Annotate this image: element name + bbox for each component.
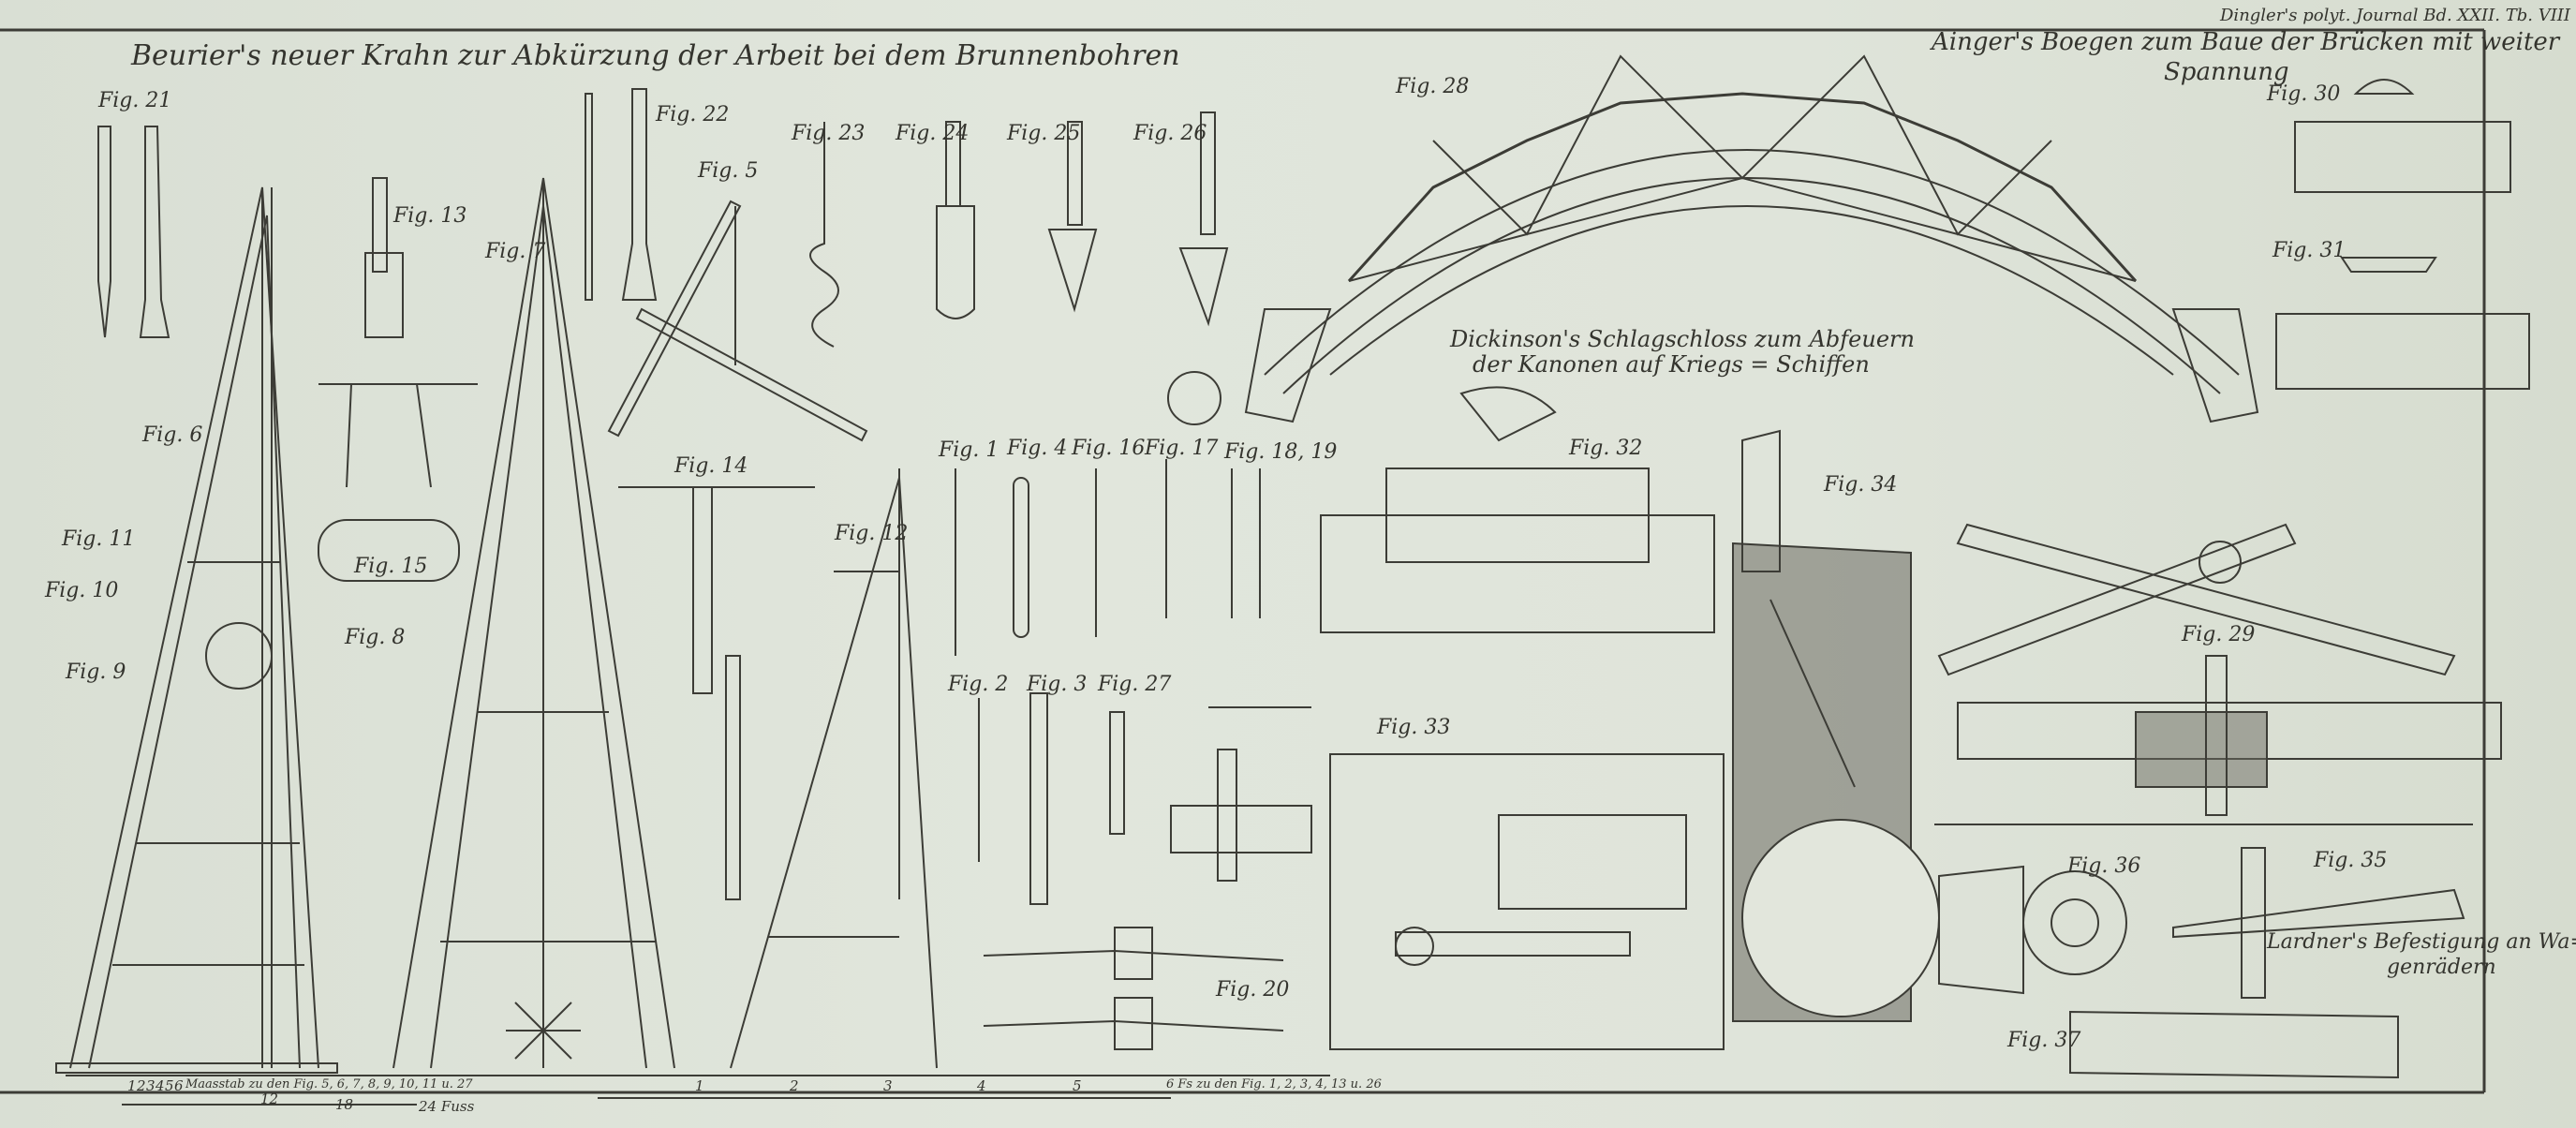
fig30-31-drawing xyxy=(2275,79,2530,390)
fig-label-8: Fig. 8 xyxy=(345,626,406,649)
scale-right-tick-3: 3 xyxy=(883,1077,893,1094)
fig-label-24: Fig. 24 xyxy=(896,122,970,145)
fig-label-36: Fig. 36 xyxy=(2067,854,2141,878)
fig-label-4: Fig. 4 xyxy=(1007,437,1068,460)
drill-bits-drawing xyxy=(809,111,1229,425)
fig22-drawing xyxy=(585,88,658,301)
fig-label-17: Fig. 17 xyxy=(1145,437,1219,460)
scale-left-tick-4: 4 xyxy=(155,1077,165,1094)
fig-label-30: Fig. 30 xyxy=(2267,82,2341,106)
scale-left-caption: Maasstab zu den Fig. 5, 6, 7, 8, 9, 10, … xyxy=(185,1077,473,1091)
fig34-drawing xyxy=(1732,429,1940,1022)
fig-label-2: Fig. 2 xyxy=(948,673,1009,696)
fig-label-28: Fig. 28 xyxy=(1396,75,1470,98)
title-beurier: Beurier's neuer Krahn zur Abkürzung der … xyxy=(131,39,1180,72)
fig-label-32: Fig. 32 xyxy=(1569,437,1643,460)
fig-label-37: Fig. 37 xyxy=(2007,1029,2081,1052)
title-ainger-2: Spannung xyxy=(2164,58,2289,86)
scale-left-tick-3: 3 xyxy=(146,1077,155,1094)
fig32-lock xyxy=(1320,386,1715,633)
scale-left-tick-2: 2 xyxy=(137,1077,146,1094)
fig-label-26: Fig. 26 xyxy=(1133,122,1207,145)
fig13-drawing xyxy=(318,177,478,582)
fig-label-29: Fig. 29 xyxy=(2182,623,2256,646)
scale-right-tick-5: 5 xyxy=(1073,1077,1082,1094)
title-ainger-1: Ainger's Boegen zum Baue der Brücken mit… xyxy=(1932,28,2560,56)
scale-left-tick-5: 5 xyxy=(165,1077,174,1094)
fig14-drawing xyxy=(618,486,815,900)
scale-left-tick-1: 1 xyxy=(127,1077,137,1094)
fig-label-27: Fig. 27 xyxy=(1098,673,1172,696)
title-dickinson-2: der Kanonen auf Kriegs = Schiffen xyxy=(1473,351,1870,378)
fig21-drawing xyxy=(97,126,170,338)
fig-label-16: Fig. 16 xyxy=(1072,437,1146,460)
scale-right-caption: 6 Fs zu den Fig. 1, 2, 3, 4, 13 u. 26 xyxy=(1166,1077,1382,1091)
fig6-crane xyxy=(55,186,338,1074)
scale-right-tick-2: 2 xyxy=(790,1077,799,1094)
title-lardner-1: Lardner's Befestigung an Wa= xyxy=(2267,930,2576,954)
scale-right-tick-1: 1 xyxy=(695,1077,704,1094)
fig-label-18-19: Fig. 18, 19 xyxy=(1224,440,1338,464)
scale-bars xyxy=(122,824,2473,1106)
fig-label-20: Fig. 20 xyxy=(1216,978,1290,1002)
small-tools-drawing xyxy=(955,459,1312,905)
fig-label-34: Fig. 34 xyxy=(1824,473,1898,497)
fig-label-13: Fig. 13 xyxy=(393,204,467,228)
fig-label-3: Fig. 3 xyxy=(1027,673,1088,696)
fig-label-15: Fig. 15 xyxy=(354,555,428,578)
fig-label-21: Fig. 21 xyxy=(98,89,172,112)
fig-label-7: Fig. 7 xyxy=(485,240,546,263)
fig-label-33: Fig. 33 xyxy=(1377,716,1451,739)
fig-label-22: Fig. 22 xyxy=(656,103,730,126)
fig35-37-drawing xyxy=(1938,847,2465,1079)
title-lardner-2: genrädern xyxy=(2387,956,2496,979)
fig-label-10: Fig. 10 xyxy=(45,579,119,602)
fig20-drawing xyxy=(983,927,1284,1050)
fig-label-5: Fig. 5 xyxy=(698,159,759,183)
fig-label-23: Fig. 23 xyxy=(792,122,866,145)
fig-label-11: Fig. 11 xyxy=(62,527,136,551)
fig-label-25: Fig. 25 xyxy=(1007,122,1081,145)
fig-label-35: Fig. 35 xyxy=(2314,849,2388,872)
fig29-drawing xyxy=(1934,523,2502,825)
fig-label-12: Fig. 12 xyxy=(835,522,909,545)
fig7-crane xyxy=(392,177,675,1069)
fig5-drawing xyxy=(607,200,868,442)
scale-left-end: 24 Fuss xyxy=(419,1098,475,1115)
fig-label-6: Fig. 6 xyxy=(142,423,203,447)
scale-left-tick-18: 18 xyxy=(335,1096,354,1113)
scale-left-tick-6: 6 xyxy=(174,1077,184,1094)
journal-header: Dingler's polyt. Journal Bd. XXII. Tb. V… xyxy=(2220,6,2571,25)
fig-label-1: Fig. 1 xyxy=(939,438,999,462)
fig-label-31: Fig. 31 xyxy=(2273,239,2347,262)
fig28-arch xyxy=(1244,54,2259,423)
fig12-crane xyxy=(730,468,938,1069)
fig-label-9: Fig. 9 xyxy=(66,660,126,684)
scale-left-tick-12: 12 xyxy=(260,1091,279,1107)
fig33-drawing xyxy=(1329,753,1725,1050)
scale-right-tick-4: 4 xyxy=(977,1077,986,1094)
fig-label-14: Fig. 14 xyxy=(674,454,748,478)
title-dickinson-1: Dickinson's Schlagschloss zum Abfeuern xyxy=(1450,326,1915,352)
